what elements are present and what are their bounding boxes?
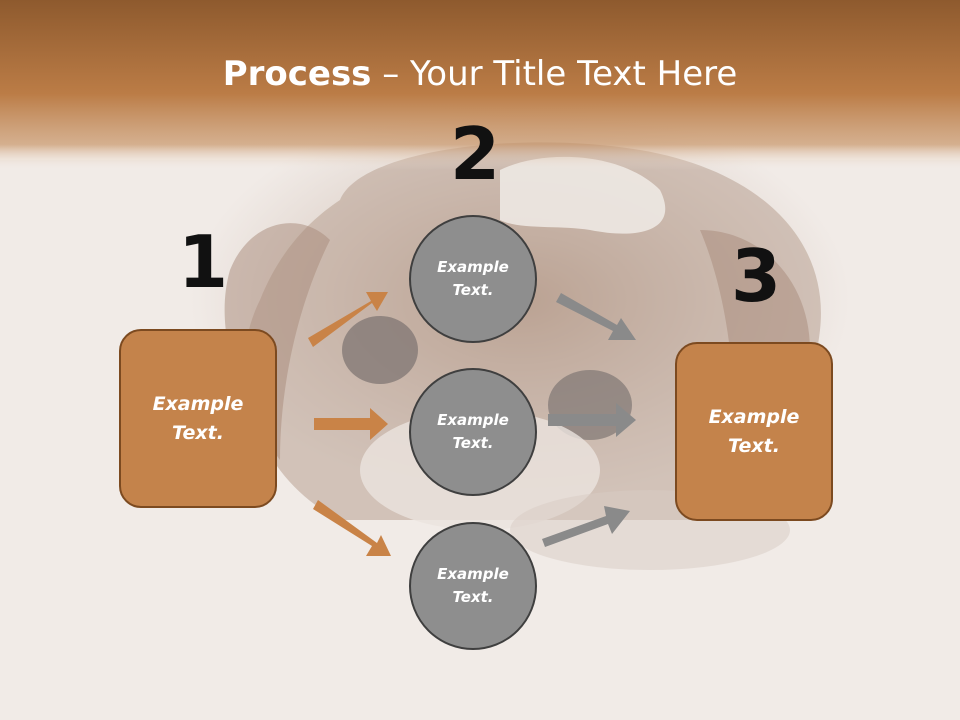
arrow-left-to-middle — [314, 408, 388, 440]
right-box-text: Example Text. — [708, 405, 800, 457]
left-box-text: Example Text. — [152, 392, 244, 444]
title-rest: – Your Title Text Here — [371, 54, 738, 94]
arrow-left-to-bottom — [313, 500, 391, 556]
slide-title: Process – Your Title Text Here — [0, 52, 960, 96]
circle-bottom-text: Example Text. — [437, 565, 509, 606]
circle-middle-text: Example Text. — [437, 411, 509, 452]
arrow-top-to-right — [556, 293, 636, 340]
step-number-3: 3 — [731, 234, 782, 318]
title-bold: Process — [222, 54, 372, 94]
right-process-box: Example Text. — [675, 342, 833, 521]
circle-top: Example Text. — [409, 215, 537, 343]
left-process-box: Example Text. — [119, 329, 277, 508]
step-number-1: 1 — [178, 220, 229, 304]
circle-bottom: Example Text. — [409, 522, 537, 650]
arrow-middle-to-right — [548, 403, 636, 437]
circle-top-text: Example Text. — [437, 258, 509, 299]
arrow-bottom-to-right — [542, 506, 630, 547]
step-number-2: 2 — [450, 112, 501, 196]
arrow-left-to-top — [308, 292, 388, 347]
circle-middle: Example Text. — [409, 368, 537, 496]
